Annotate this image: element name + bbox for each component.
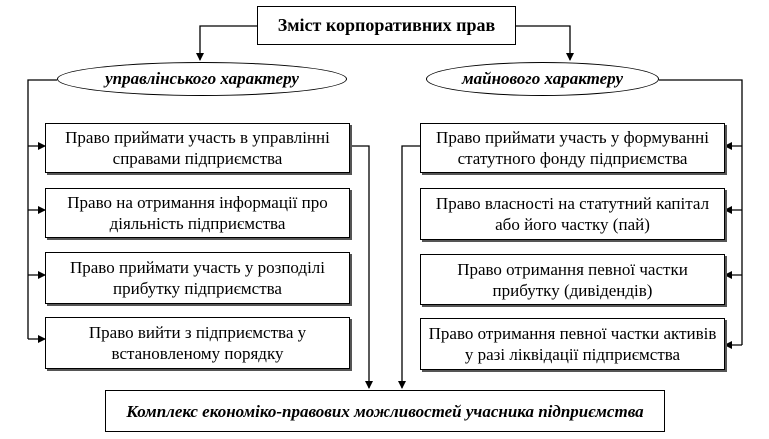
- diagram-title: Зміст корпоративних прав: [257, 6, 516, 45]
- left-item-4: Право вийти з підприємства у встановлено…: [45, 317, 350, 369]
- right-item-3: Право отримання певної частки прибутку (…: [420, 254, 725, 305]
- left-collector-arrow: [350, 145, 373, 389]
- right-collector-arrow: [398, 145, 420, 389]
- left-item-3: Право приймати участь у розподілі прибут…: [45, 252, 350, 304]
- left-item-1: Право приймати участь в управлінні справ…: [45, 123, 350, 173]
- right-item-1: Право приймати участь у формуванні стату…: [420, 123, 725, 173]
- left-bracket: [27, 79, 57, 339]
- right-item-4: Право отримання певної частки активів у …: [420, 318, 725, 370]
- left-category-ellipse: управлінського характеру: [57, 62, 347, 96]
- result-box: Комплекс економіко-правових можливостей …: [105, 390, 665, 432]
- right-bracket: [659, 79, 743, 345]
- title-to-left-arrow: [196, 25, 257, 61]
- title-to-right-arrow: [516, 25, 574, 61]
- right-item-2: Право власності на статутний капітал або…: [420, 188, 725, 240]
- left-item-2: Право на отримання інформації про діяльн…: [45, 188, 350, 238]
- right-category-ellipse: майнового характеру: [426, 62, 659, 96]
